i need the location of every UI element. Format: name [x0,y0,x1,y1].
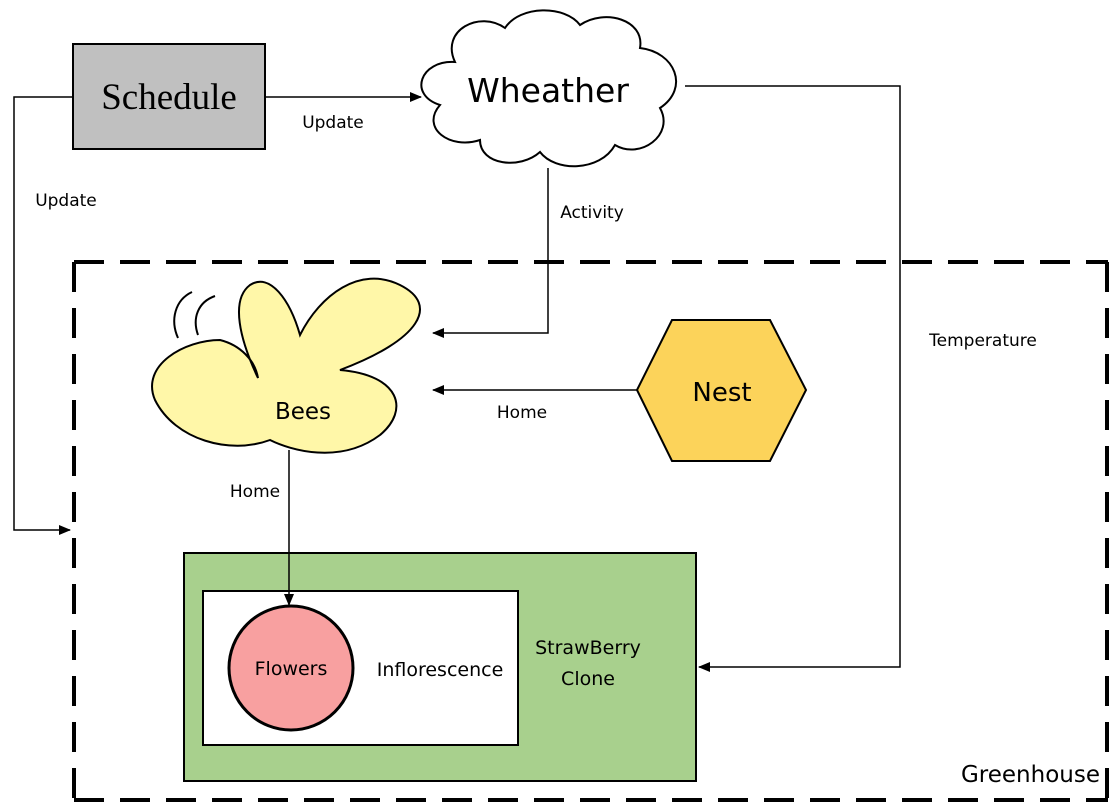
nest-label: Nest [692,378,751,408]
flowers-circle [227,604,355,732]
greenhouse-boundary [72,260,1109,803]
antenna-line [173,291,193,339]
edge-label-schedule-weather: Update [302,113,364,133]
antenna-line [194,295,216,336]
weather-label: Wheather [467,71,629,110]
edge-weather-strawberry [685,85,901,672]
bees-shape [151,277,421,454]
nest-hexagon [635,319,808,462]
schedule-label: Schedule [101,77,237,118]
edge-label-weather-strawberry: Temperature [928,331,1037,351]
weather-cloud [420,9,678,168]
edge-label-nest-bees: Home [497,403,547,423]
inflorescence-label: Inflorescence [377,659,504,681]
greenhouse-label: Greenhouse [961,762,1100,788]
edge-label-schedule-greenhouse: Update [35,191,97,211]
bees-label: Bees [275,399,331,425]
edge-schedule-greenhouse [13,96,73,535]
edge-label-weather-bees: Activity [560,203,624,223]
strawberry-label-line1: StrawBerry [535,637,641,659]
edge-label-bees-flowers: Home [230,482,280,502]
edge-weather-bees [432,168,549,338]
flowers-label: Flowers [255,658,328,680]
strawberry-label-line2: Clone [561,668,615,690]
schedule-box [72,43,266,150]
